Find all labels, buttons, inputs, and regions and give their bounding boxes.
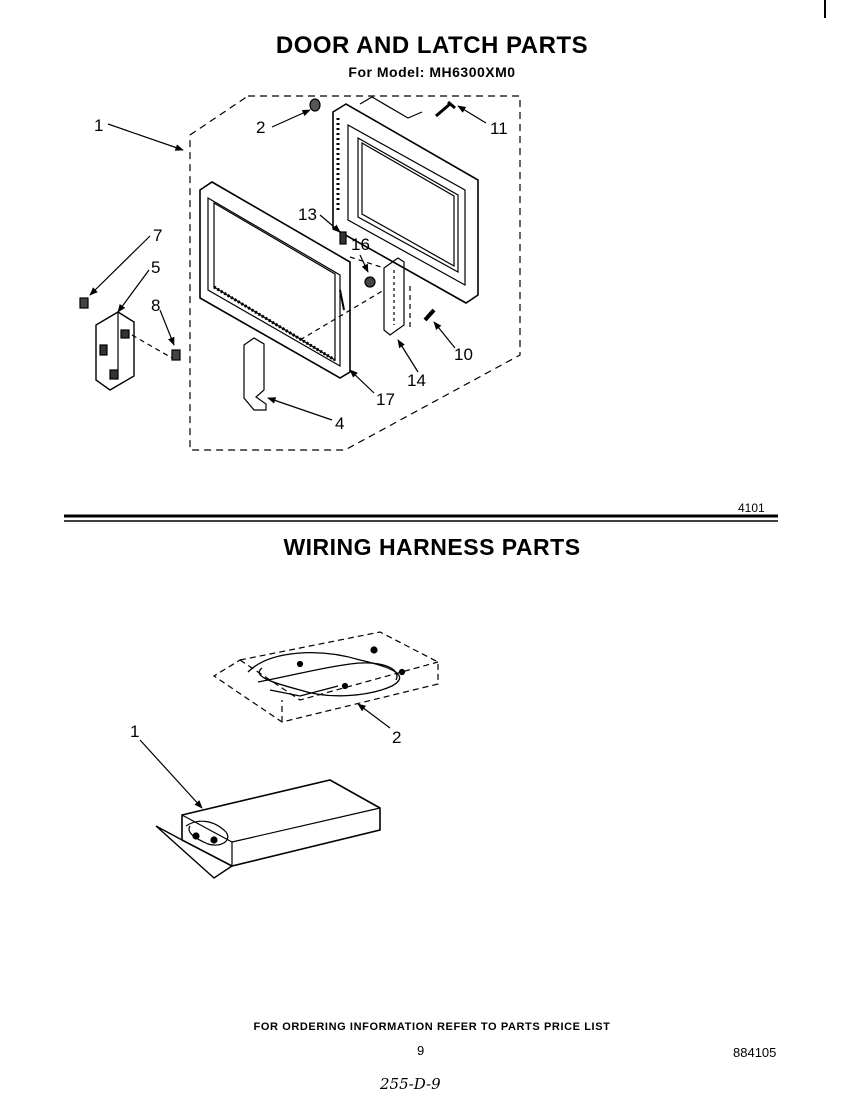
part-16-nut [364, 276, 376, 288]
part-2-wiring-harness [212, 631, 439, 723]
leader-4 [267, 397, 333, 421]
callout-5: 5 [151, 258, 161, 277]
callout-10: 10 [454, 345, 473, 364]
page-number: 9 [417, 1043, 425, 1058]
callout-2: 2 [256, 118, 266, 137]
leader-11 [457, 105, 487, 124]
callout-8: 8 [151, 296, 161, 315]
callout-11: 11 [490, 119, 508, 138]
leader-13 [319, 214, 341, 233]
callout-7: 7 [153, 226, 163, 245]
callout-16: 16 [351, 235, 370, 254]
part-8-screw [171, 349, 181, 361]
part-13-screw [339, 231, 347, 245]
leader-5 [117, 269, 150, 313]
figure-code: 4101 [738, 501, 765, 515]
callout-14: 14 [407, 371, 426, 390]
leader-17 [349, 369, 375, 394]
part-14-latch-bracket [383, 257, 405, 336]
leader-16 [359, 254, 369, 273]
bracket-11-line [359, 96, 423, 119]
leader-7 [89, 235, 151, 296]
part-10-screw [423, 308, 436, 322]
callout-4: 4 [335, 414, 345, 433]
handwritten-note: 255-D-9 [380, 1075, 441, 1093]
callout-1-wiring-box: 1 [130, 722, 140, 741]
leader-wiring-1 [139, 739, 203, 809]
part-2-nut [309, 98, 321, 112]
part-11-screw [435, 100, 456, 118]
model-line: For Model: MH6300XM0 [348, 64, 516, 80]
door-section-title: DOOR AND LATCH PARTS [275, 32, 589, 59]
leader-10 [433, 321, 456, 349]
callout-1-door-assembly: 1 [94, 116, 104, 135]
leader-14 [397, 339, 419, 373]
callout-2-wiring-harness: 2 [392, 728, 402, 747]
part-1-wiring-kit-box [155, 779, 381, 879]
document-number: 884105 [733, 1045, 777, 1060]
leader-wiring-2 [357, 703, 391, 729]
leader-8 [159, 309, 175, 346]
part-4-handle [243, 337, 267, 411]
door-assembly-outline [189, 95, 521, 451]
door-inner-frame [332, 103, 479, 304]
part-5-latch-switch [95, 311, 135, 391]
ordering-note: FOR ORDERING INFORMATION REFER TO PARTS … [253, 1021, 611, 1033]
door-outer-panel [199, 181, 351, 379]
leader-1 [107, 123, 184, 151]
part-7-screw [79, 297, 89, 309]
leader-2 [271, 109, 311, 128]
wiring-section-title: WIRING HARNESS PARTS [283, 534, 581, 560]
callout-17: 17 [376, 390, 395, 409]
callout-13: 13 [298, 205, 317, 224]
